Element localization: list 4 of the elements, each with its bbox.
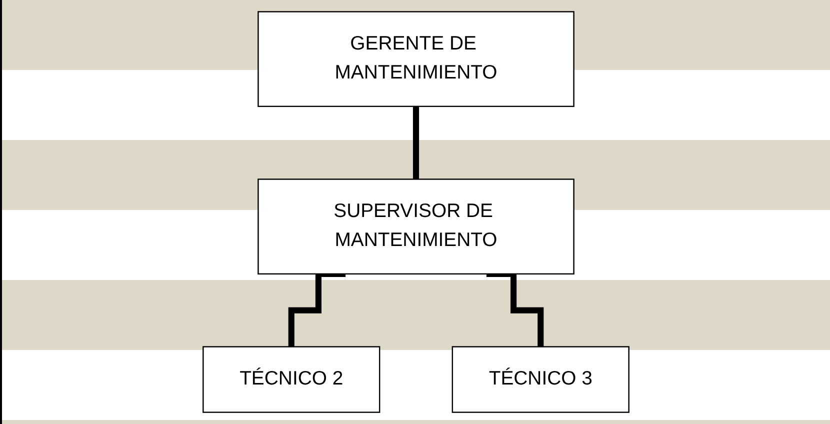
node-box: GERENTE DE MANTENIMIENTO xyxy=(258,11,574,107)
node-box: SUPERVISOR DE MANTENIMIENTO xyxy=(258,178,574,275)
node-box: TÉCNICO 2 xyxy=(202,346,380,413)
node-box: TÉCNICO 3 xyxy=(452,346,630,413)
